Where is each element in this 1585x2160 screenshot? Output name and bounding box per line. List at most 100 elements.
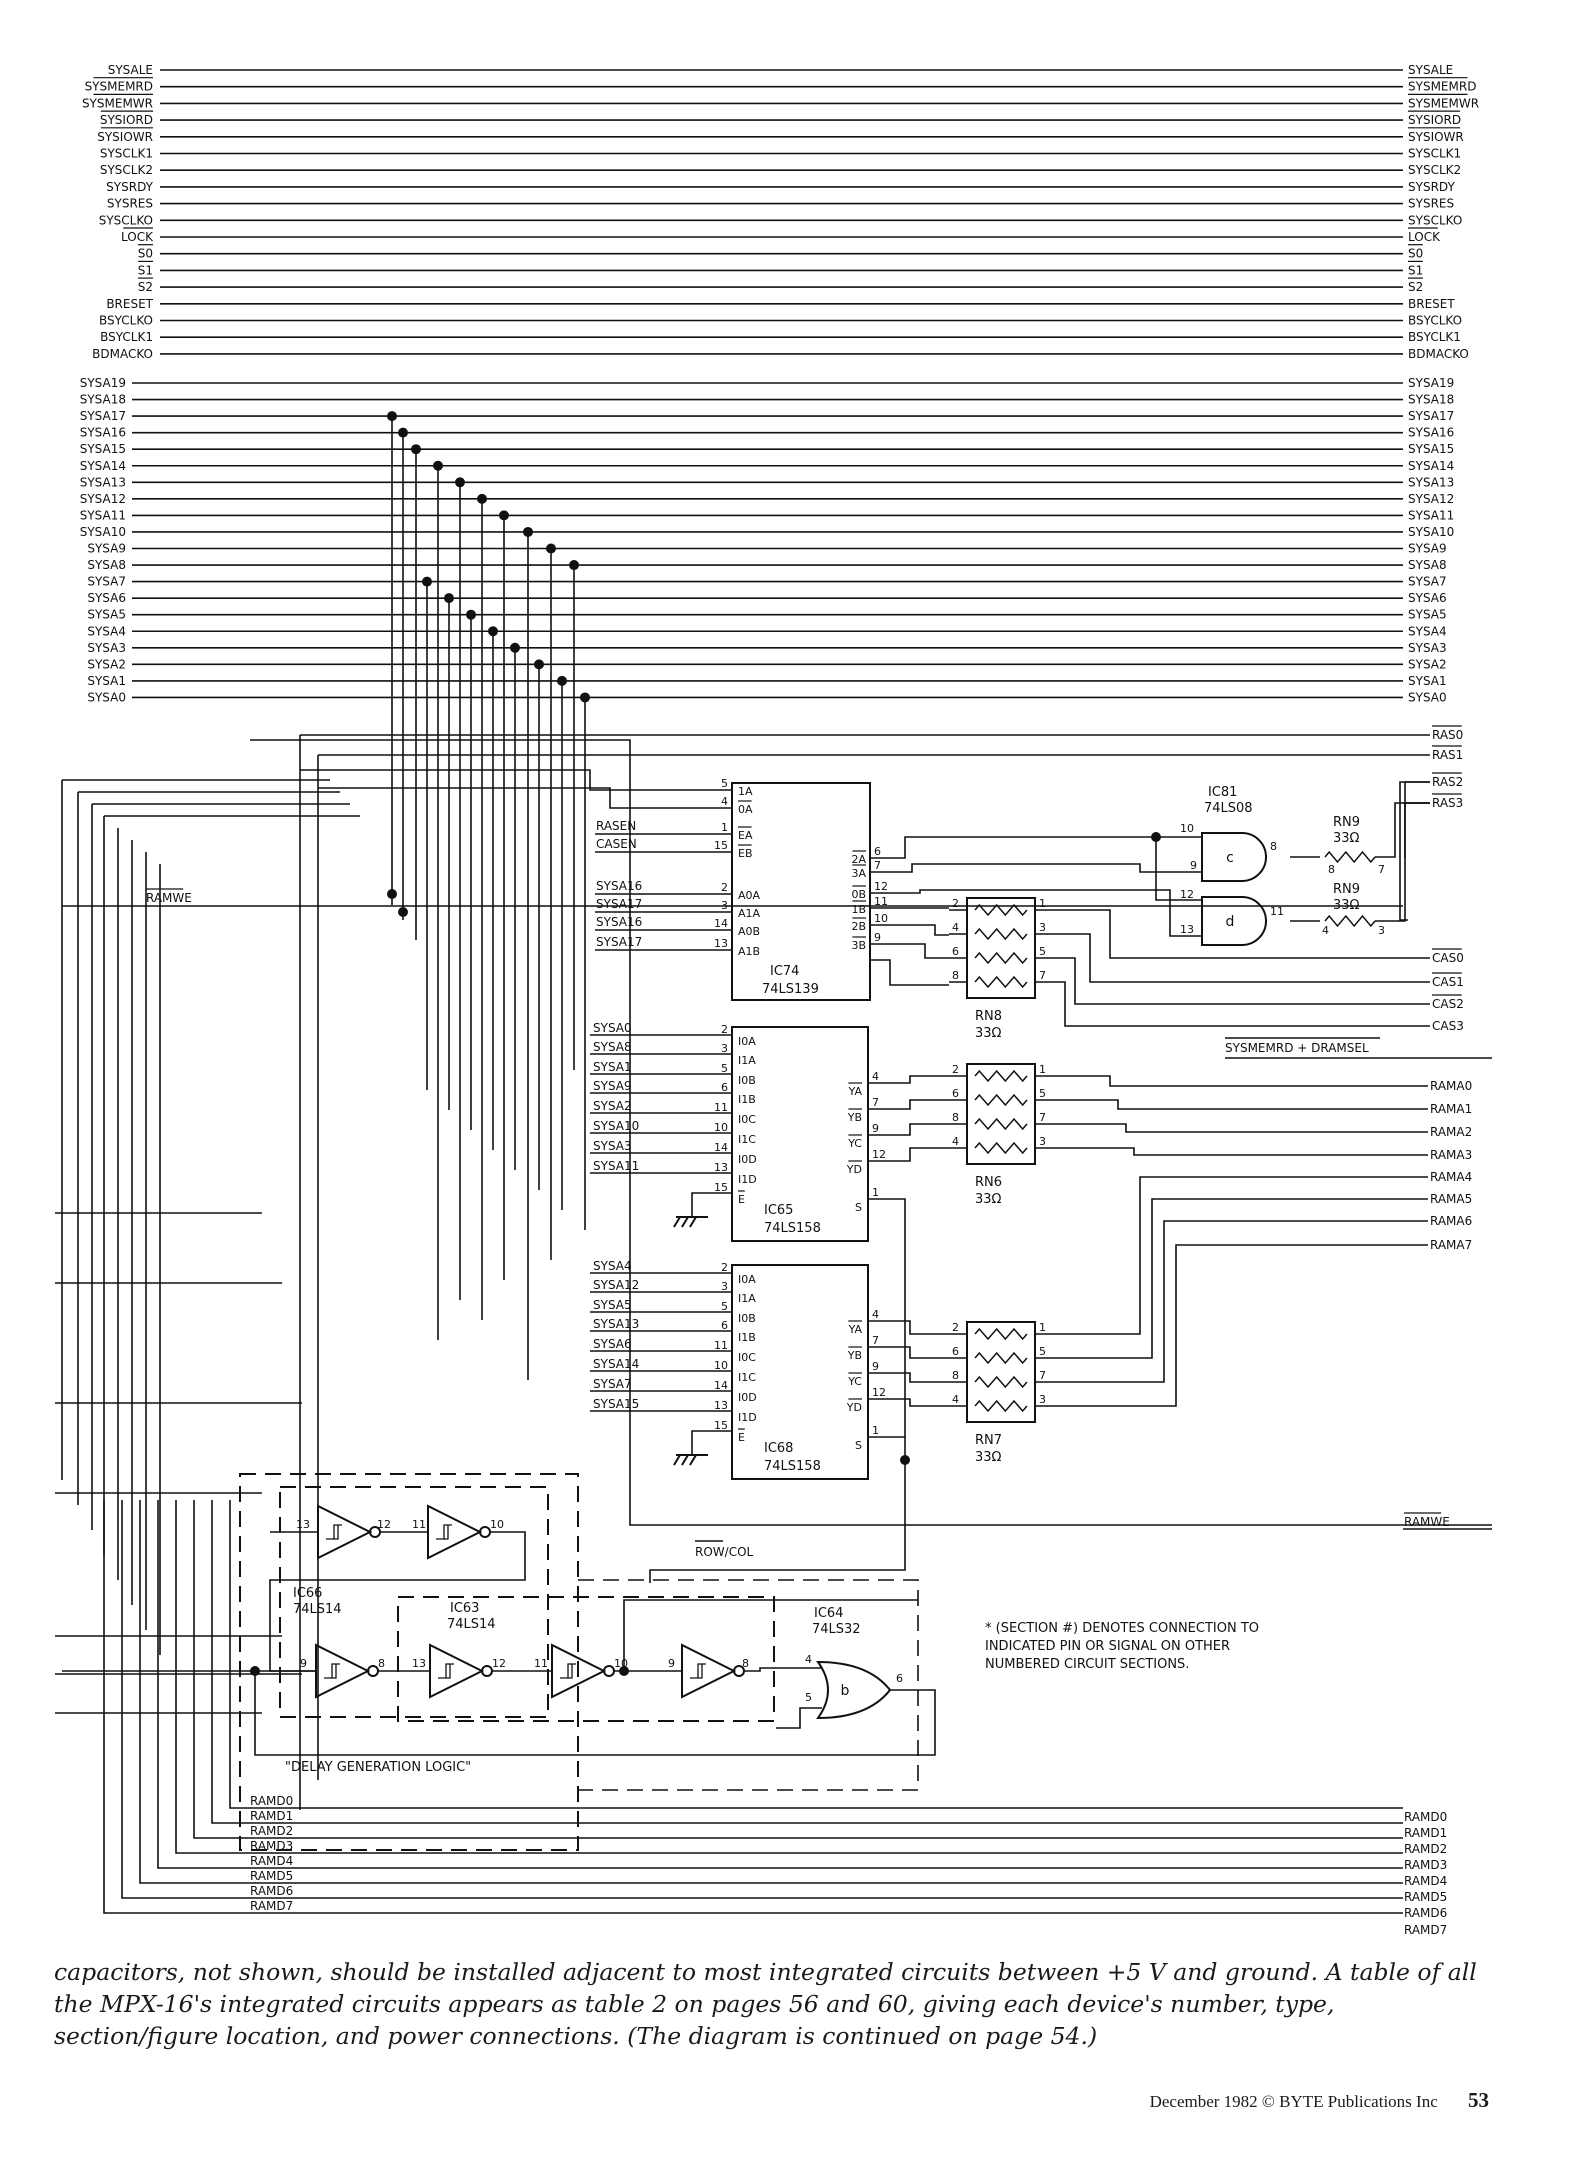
resistor-symbol	[974, 1117, 1028, 1131]
bus-label-left: BRESET	[106, 297, 153, 311]
pin-num: 10	[614, 1657, 628, 1670]
ic68-in-label: SYSA6	[593, 1337, 632, 1351]
ic68-pin-name: S	[855, 1439, 862, 1452]
bus-label-right: SYSRDY	[1408, 180, 1455, 194]
ic74-to-gate-c	[890, 836, 1202, 859]
rn6-value: 33Ω	[975, 1192, 1002, 1207]
address-label-right: SYSA8	[1408, 558, 1447, 572]
delay-wire	[776, 1707, 822, 1729]
schmitt-symbol	[690, 1663, 706, 1679]
junction-dot	[398, 427, 408, 438]
ic74-pin-name: EA	[738, 829, 753, 842]
pin-num: 8	[742, 1657, 749, 1670]
bus-label-right: SYSCLK1	[1408, 147, 1461, 161]
ic65-body	[731, 1026, 869, 1242]
junction-dot	[477, 493, 487, 504]
ramd-line	[121, 1500, 1403, 1899]
address-label-left: SYSA0	[87, 690, 126, 704]
inverter-icon	[315, 1643, 371, 1699]
ic74-pin-num: 13	[714, 937, 728, 950]
address-label-right: SYSA2	[1408, 657, 1447, 671]
ic74-pin-name: 3A	[851, 867, 866, 880]
ic81-name: IC81	[1208, 785, 1237, 800]
ic63-name: IC63	[450, 1601, 479, 1616]
delay-wire	[254, 1671, 936, 1756]
pin-num: 4	[805, 1653, 812, 1666]
inverter-icon	[317, 1504, 373, 1560]
resistor-symbol	[974, 951, 1028, 965]
resistor-symbol	[974, 1399, 1028, 1413]
pin-num: 12	[492, 1657, 506, 1670]
address-label-right: SYSA14	[1408, 459, 1454, 473]
bus-label-left: BSYCLK1	[100, 330, 153, 344]
figure-caption: capacitors, not shown, should be install…	[54, 1958, 1477, 2050]
resistor-symbol	[974, 927, 1028, 941]
ramd-label-left: RAMD5	[250, 1869, 293, 1883]
bus-label-right: SYSIOWR	[1408, 130, 1464, 144]
ic65-pin-name: YA	[848, 1085, 863, 1098]
rn8-pin-num: 8	[952, 969, 959, 982]
delay-wire	[623, 1599, 918, 1671]
ic74-pin-name: 2B	[851, 920, 866, 933]
ic65-pin-num: 12	[872, 1148, 886, 1161]
pin-num: 8	[1270, 840, 1277, 853]
resistor-symbol	[974, 1375, 1028, 1389]
ic64-type: 74LS32	[812, 1622, 861, 1637]
inverter-bubble	[479, 1526, 491, 1538]
ras-label: RAS3	[1432, 796, 1463, 810]
ic68-type: 74LS158	[764, 1459, 821, 1474]
address-label-left: SYSA11	[80, 508, 126, 522]
ic68-pin-num: 13	[714, 1399, 728, 1412]
ic65-pin-name: I0B	[738, 1074, 756, 1087]
rn6-name: RN6	[975, 1175, 1002, 1190]
ramd-label-right: RAMD7	[1404, 1923, 1447, 1937]
ic74-pin-name: 3B	[851, 939, 866, 952]
bus-label-left: BSYCLKO	[99, 314, 153, 328]
ic74-pin-num: 7	[874, 859, 881, 872]
ic68-in-label: SYSA14	[593, 1357, 639, 1371]
bus-label-right: SYSMEMWR	[1408, 96, 1479, 110]
ramwe-label-left: RAMWE	[146, 891, 192, 905]
junction-dot	[1151, 832, 1161, 842]
address-label-right: SYSA6	[1408, 591, 1447, 605]
and-gate-d	[1201, 896, 1267, 946]
pin-num: 13	[1180, 923, 1194, 936]
address-label-left: SYSA7	[87, 575, 126, 589]
ic74-0a-wire	[318, 787, 710, 809]
rn7-value: 33Ω	[975, 1450, 1002, 1465]
rn6-pin-num: 3	[1039, 1135, 1046, 1148]
ic74-in-label: SYSA17	[596, 935, 642, 949]
ic74-pin-num: 14	[714, 917, 728, 930]
ic68-in-label: SYSA5	[593, 1298, 632, 1312]
ic74-pin-num: 5	[721, 777, 728, 790]
address-label-left: SYSA14	[80, 459, 126, 473]
ramd-label-right: RAMD0	[1404, 1810, 1447, 1824]
junction-dot	[510, 642, 520, 653]
rn9-ras-wire-2	[1375, 781, 1430, 922]
address-label-left: SYSA15	[80, 442, 126, 456]
pin-num: 11	[534, 1657, 548, 1670]
ic68-pin-num: 1	[872, 1424, 879, 1437]
ic65-in-label: SYSA1	[593, 1060, 632, 1074]
junction-dot	[580, 692, 590, 703]
ground-symbol	[673, 1454, 708, 1466]
ramd-label-right: RAMD1	[1404, 1826, 1447, 1840]
ic74-pin-name: 1B	[851, 903, 866, 916]
ic68-pin-name: I0B	[738, 1312, 756, 1325]
ic68-rn7	[888, 1398, 949, 1407]
ic74-pin-num: 4	[721, 795, 728, 808]
ic65-pin-num: 6	[721, 1081, 728, 1094]
delay-right-box	[578, 1579, 919, 1791]
ic65-pin-name: I1B	[738, 1093, 756, 1106]
address-label-left: SYSA10	[80, 525, 126, 539]
cas-label: CAS0	[1432, 951, 1464, 965]
junction-dot	[900, 1455, 910, 1465]
resistor-symbol	[974, 1141, 1028, 1155]
delay-logic-title: "DELAY GENERATION LOGIC"	[285, 1760, 471, 1775]
bus-label-left: S0	[138, 247, 153, 261]
resistor-symbol	[974, 1069, 1028, 1083]
rn8-cas	[1055, 957, 1403, 1005]
pin-num: 9	[300, 1657, 307, 1670]
ramd-label-right: RAMD2	[1404, 1842, 1447, 1856]
